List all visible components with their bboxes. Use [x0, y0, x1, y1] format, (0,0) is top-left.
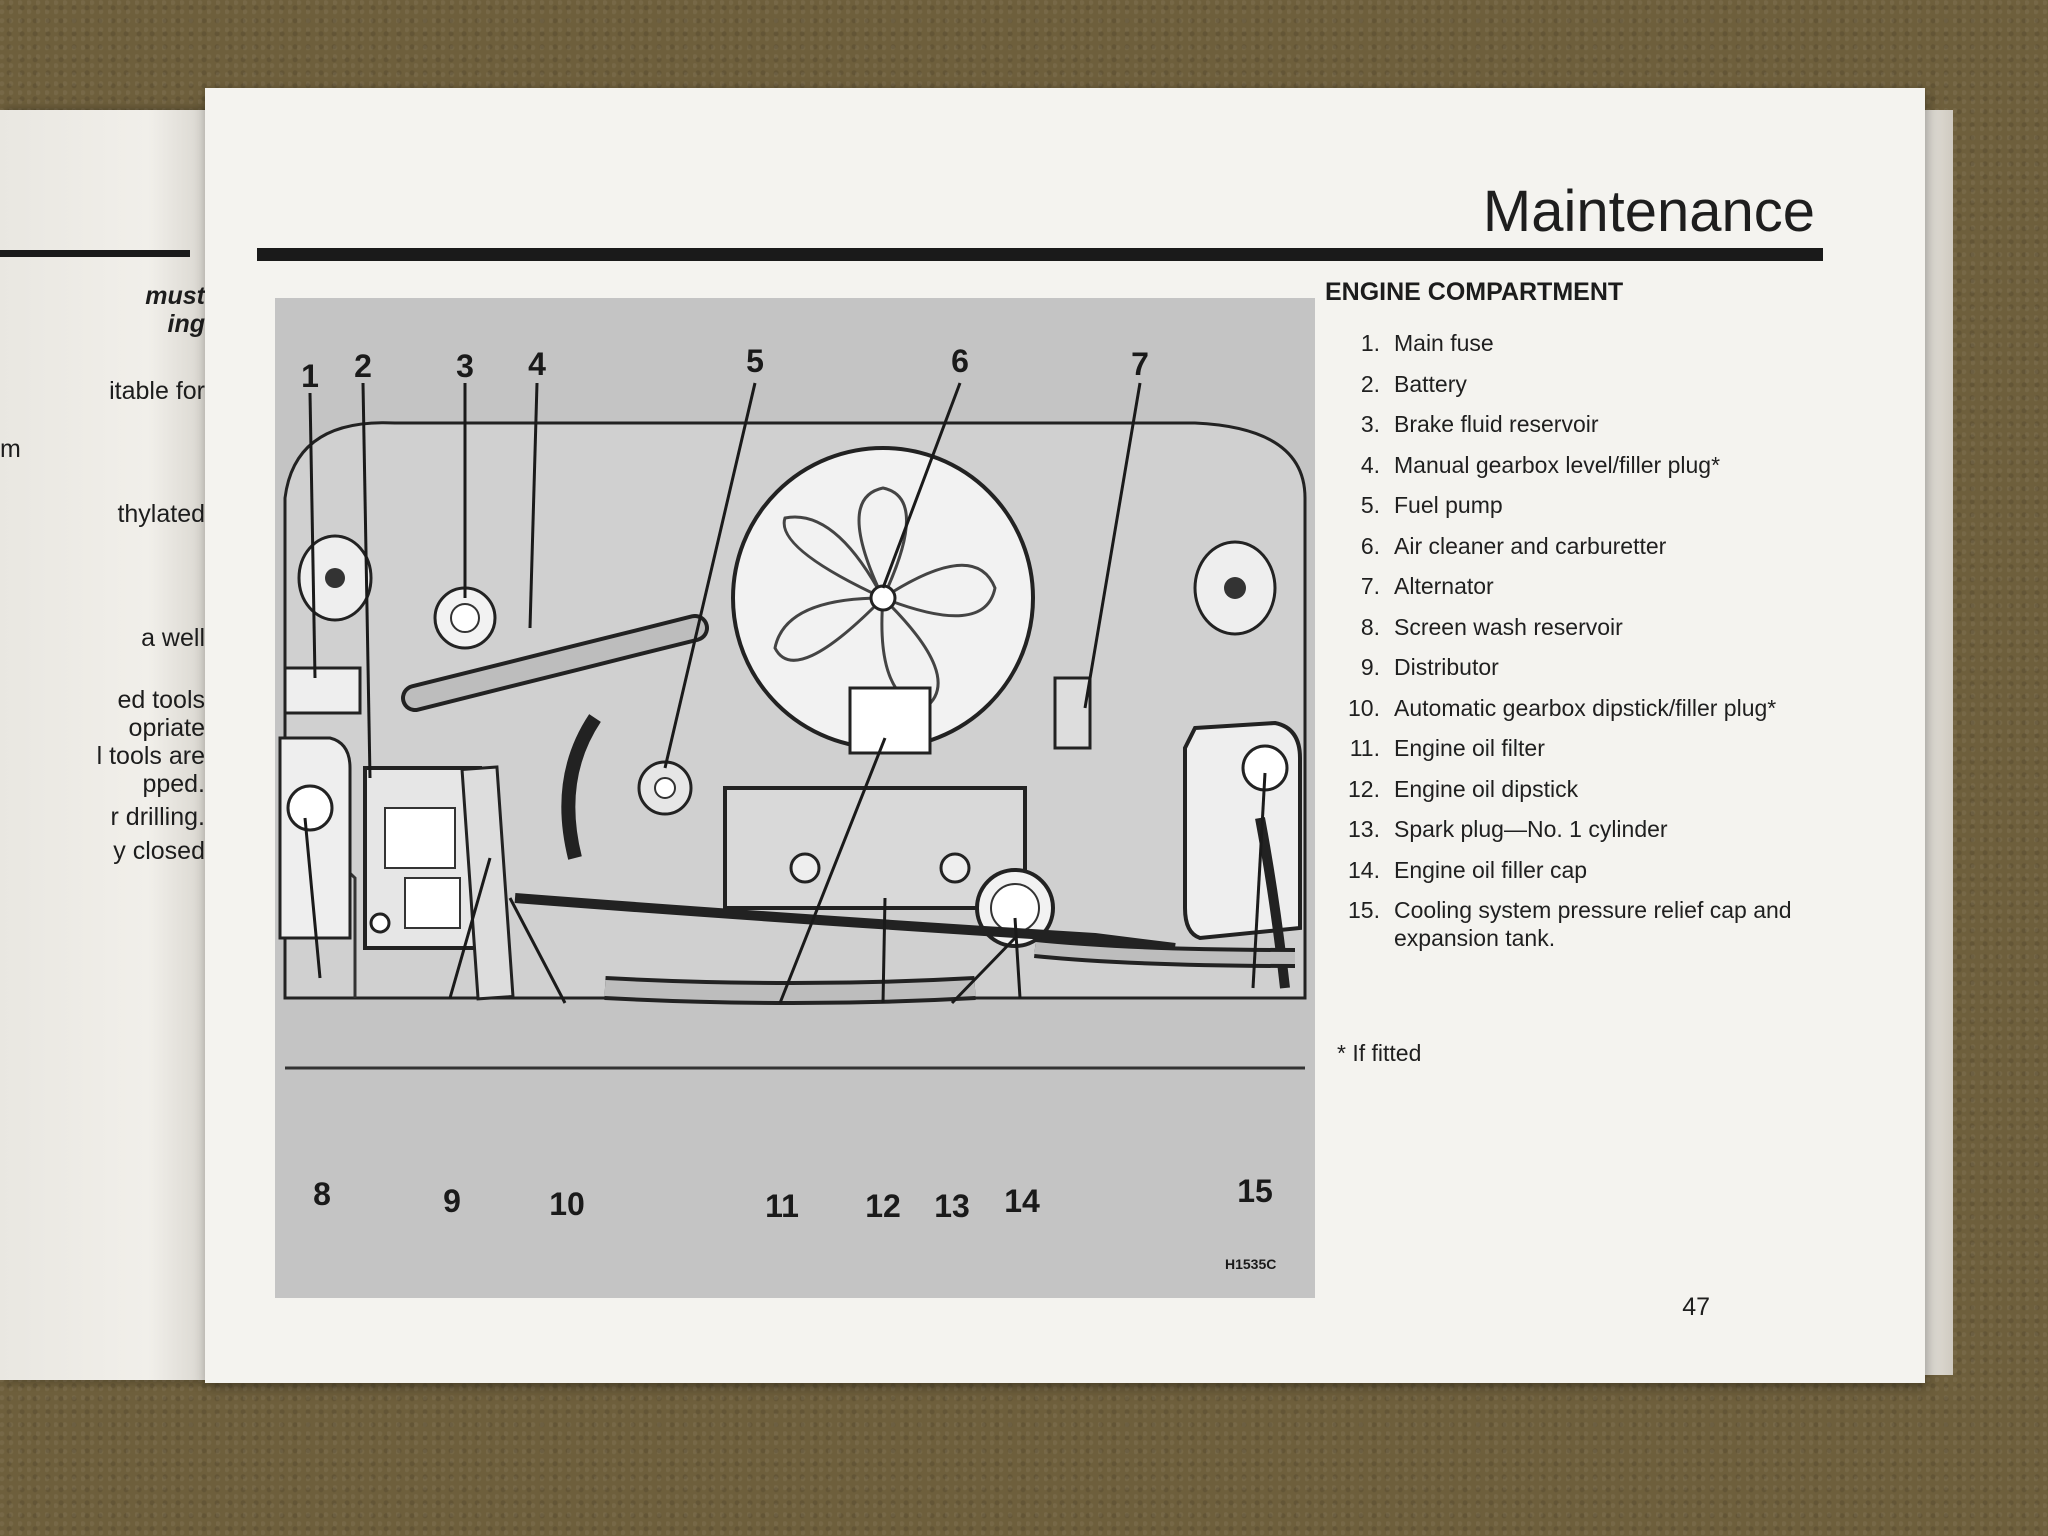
- callout-5: 5: [746, 343, 764, 379]
- list-item: 9.Distributor: [1360, 654, 1499, 680]
- list-item: 7.Alternator: [1360, 573, 1494, 599]
- callout-8: 8: [313, 1176, 331, 1212]
- footnote: * If fitted: [1337, 1040, 1422, 1066]
- left-page-text: opriate: [128, 714, 205, 742]
- left-page-text: ing: [167, 310, 206, 338]
- left-page-text: thylated: [117, 500, 205, 528]
- left-page-text: l tools are: [96, 742, 205, 770]
- section-title: Maintenance: [1482, 179, 1815, 244]
- left-page-text: itable for: [109, 377, 205, 405]
- distributor-panel-drawing: [460, 765, 515, 1001]
- list-item: 4.Manual gearbox level/filler plug*: [1360, 451, 1721, 478]
- legend: ENGINE COMPARTMENT 1.Main fuse 2.Battery…: [1325, 278, 1795, 965]
- list-item: 2.Battery: [1360, 370, 1467, 397]
- callout-7: 7: [1131, 346, 1149, 382]
- list-item: 12.Engine oil dipstick: [1348, 775, 1579, 802]
- callout-2: 2: [354, 348, 372, 384]
- callout-1: 1: [301, 358, 319, 394]
- header-rule: [257, 248, 1823, 261]
- legend-title: ENGINE COMPARTMENT: [1325, 278, 1624, 306]
- left-page-text: y closed: [113, 837, 205, 865]
- rocker-cover-drawing: [723, 786, 1027, 910]
- callout-10: 10: [549, 1186, 585, 1222]
- left-page-text: a well: [141, 624, 205, 652]
- left-page-text: m: [0, 435, 21, 463]
- left-page-text: must: [145, 282, 205, 310]
- list-item: 5.Fuel pump: [1360, 492, 1503, 518]
- list-item: 10.Automatic gearbox dipstick/filler plu…: [1348, 694, 1777, 721]
- left-page-text: r drilling.: [110, 803, 205, 831]
- legend-list: 1.Main fuse 2.Battery 3.Brake fluid rese…: [1325, 329, 1795, 952]
- right-page: Maintenance: [205, 88, 1925, 1383]
- left-page-rule: [0, 250, 190, 257]
- callout-11: 11: [765, 1188, 799, 1224]
- list-item: 3.Brake fluid reservoir: [1360, 411, 1599, 437]
- page-number: 47: [1682, 1293, 1710, 1321]
- callout-15: 15: [1237, 1173, 1273, 1209]
- left-page: [0, 110, 212, 1380]
- callout-6: 6: [951, 343, 969, 379]
- list-item: 8.Screen wash reservoir: [1360, 613, 1623, 640]
- callout-14: 14: [1004, 1183, 1040, 1219]
- alternator-drawing: [1053, 676, 1092, 750]
- callout-13: 13: [934, 1188, 970, 1224]
- leader-lines: [303, 382, 1267, 1005]
- figure-code: H1535C: [1225, 1256, 1277, 1272]
- callout-3: 3: [456, 348, 474, 384]
- list-item: 15.Cooling system pressure relief cap an…: [1348, 897, 1792, 951]
- main-fuse-drawing: [283, 666, 362, 715]
- list-item: 11.Engine oil filter: [1349, 735, 1545, 761]
- callout-9: 9: [443, 1183, 461, 1219]
- engine-drawing: [278, 382, 1307, 1070]
- list-item: 14.Engine oil filler cap: [1348, 856, 1588, 883]
- engine-compartment-figure: 1 2 3 4 5 6 7 8 9 10 11 12 13 14 15 H153…: [275, 298, 1315, 1298]
- left-page-text: pped.: [142, 770, 205, 798]
- callout-4: 4: [528, 346, 546, 382]
- screen-wash-reservoir-drawing: [278, 736, 352, 940]
- list-item: 6.Air cleaner and carburetter: [1360, 532, 1667, 559]
- page-edge: [1925, 110, 1953, 1375]
- callout-12: 12: [865, 1188, 901, 1224]
- list-item: 1.Main fuse: [1360, 330, 1494, 356]
- list-item: 13.Spark plug—No. 1 cylinder: [1348, 816, 1668, 842]
- left-page-text: ed tools: [117, 686, 205, 714]
